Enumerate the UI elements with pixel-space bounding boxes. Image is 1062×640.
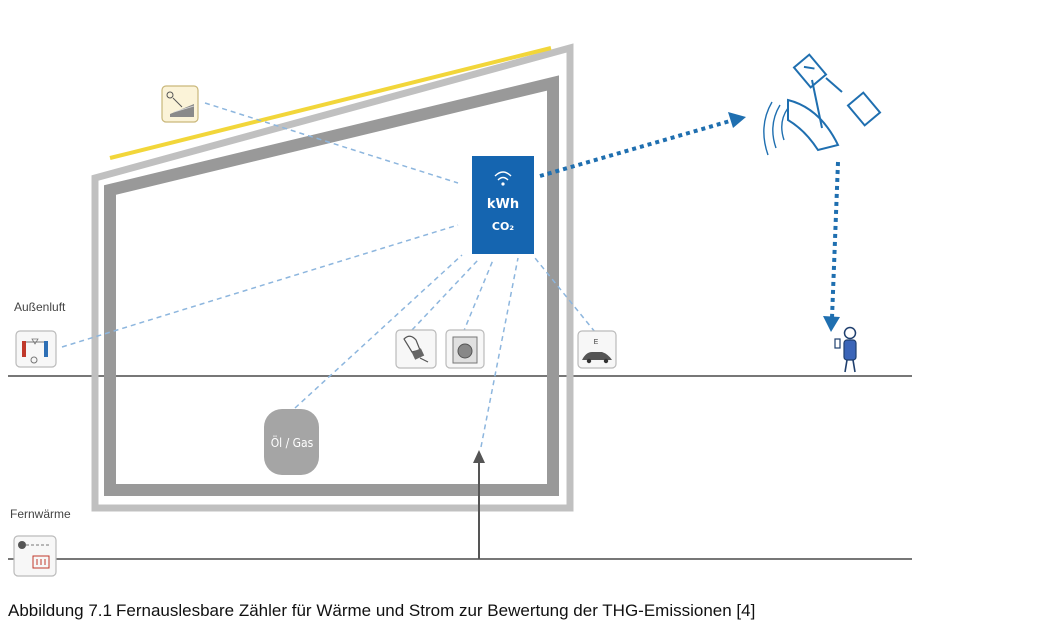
house-inner-wall xyxy=(104,75,559,496)
light-bulb-icon xyxy=(395,329,437,369)
meter-kwh-label: kWh xyxy=(487,197,519,212)
person-with-phone-icon xyxy=(834,326,857,373)
satellite-to-person-arrow xyxy=(830,161,840,319)
district-heat-arrowhead xyxy=(473,450,485,463)
oil-gas-label: Öl / Gas xyxy=(271,434,314,450)
district-heating-label: Fernwärme xyxy=(10,507,71,521)
wifi-icon xyxy=(494,171,512,186)
car-e-badge: E xyxy=(594,339,599,346)
washing-machine-icon xyxy=(445,329,485,369)
smart-meter: kWh CO₂ xyxy=(472,156,534,254)
house-outer-wall xyxy=(91,43,574,512)
connection-bulb xyxy=(411,259,479,331)
connection-district xyxy=(480,257,519,448)
oil-gas-tank: Öl / Gas xyxy=(264,409,319,475)
connection-washer xyxy=(462,259,494,334)
outside-air-label: Außenluft xyxy=(14,300,66,314)
caption-number: Abbildung 7.1 xyxy=(8,601,112,620)
district-heating-icon xyxy=(13,535,57,577)
solar-roof-strip xyxy=(109,46,552,160)
energy-monitoring-diagram: kWh CO₂ xyxy=(8,43,912,577)
connection-heat-pump xyxy=(61,224,459,348)
heat-pump-icon xyxy=(15,330,57,368)
caption-text: Fernauslesbare Zähler für Wärme und Stro… xyxy=(116,601,756,620)
solar-panel-icon xyxy=(161,85,199,123)
satellite-icon xyxy=(763,53,882,156)
satellite-arrowhead xyxy=(728,112,746,128)
connection-oil-gas xyxy=(294,254,463,409)
person-arrowhead xyxy=(823,316,840,332)
electric-car-icon: E xyxy=(577,330,617,369)
meter-to-satellite-arrow xyxy=(539,119,731,178)
connection-car xyxy=(534,257,596,333)
meter-co2-label: CO₂ xyxy=(492,220,514,233)
meter-connections xyxy=(61,102,596,448)
